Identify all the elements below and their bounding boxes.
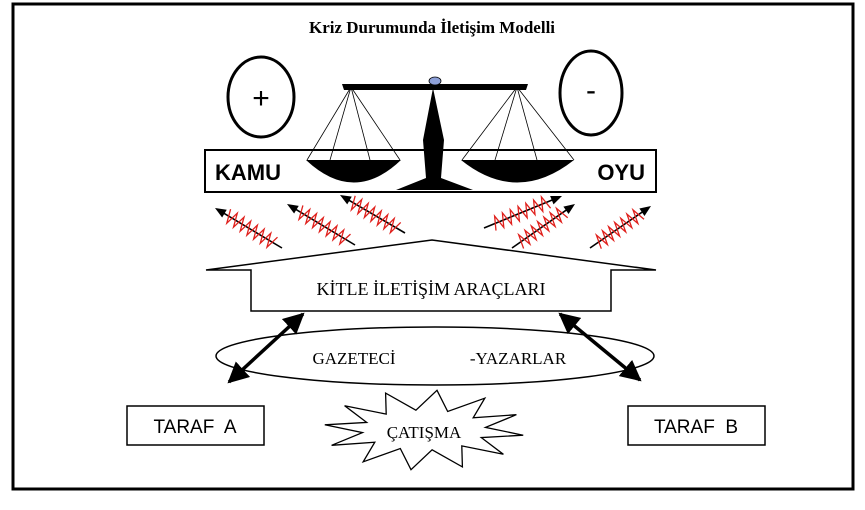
- svg-text:-: -: [586, 74, 596, 107]
- party-a-box: TARAF A: [126, 405, 265, 446]
- journalists-label-left: GAZETECİ: [312, 349, 395, 368]
- arrow-media-party-b: [558, 312, 642, 382]
- conflict-label: ÇATIŞMA: [387, 423, 462, 442]
- mass-media-shape: KİTLE İLETİŞİM ARAÇLARI: [205, 239, 657, 312]
- diagram-title: Kriz Durumunda İletişim Modelli: [309, 18, 555, 37]
- journalists-ellipse: GAZETECİ -YAZARLAR: [215, 326, 655, 386]
- opinion-label-left: KAMU: [215, 160, 281, 185]
- svg-text:TARAF A: TARAF A: [153, 417, 236, 438]
- outer-frame: [11, 2, 855, 491]
- party-b-box: TARAF B: [627, 405, 766, 446]
- minus-symbol: -: [558, 49, 624, 137]
- arrow-media-party-a: [227, 312, 305, 384]
- journalists-label-right: -YAZARLAR: [470, 349, 567, 368]
- svg-text:TARAF B: TARAF B: [654, 417, 738, 438]
- svg-text:+: +: [252, 82, 270, 115]
- mass-media-label: KİTLE İLETİŞİM ARAÇLARI: [317, 279, 546, 299]
- plus-symbol: +: [226, 55, 296, 139]
- balance-scale-icon: [306, 76, 575, 190]
- opinion-label-right: OYU: [597, 160, 645, 185]
- influence-arrows: [215, 194, 651, 250]
- conflict-starburst: ÇATIŞMA: [324, 389, 524, 471]
